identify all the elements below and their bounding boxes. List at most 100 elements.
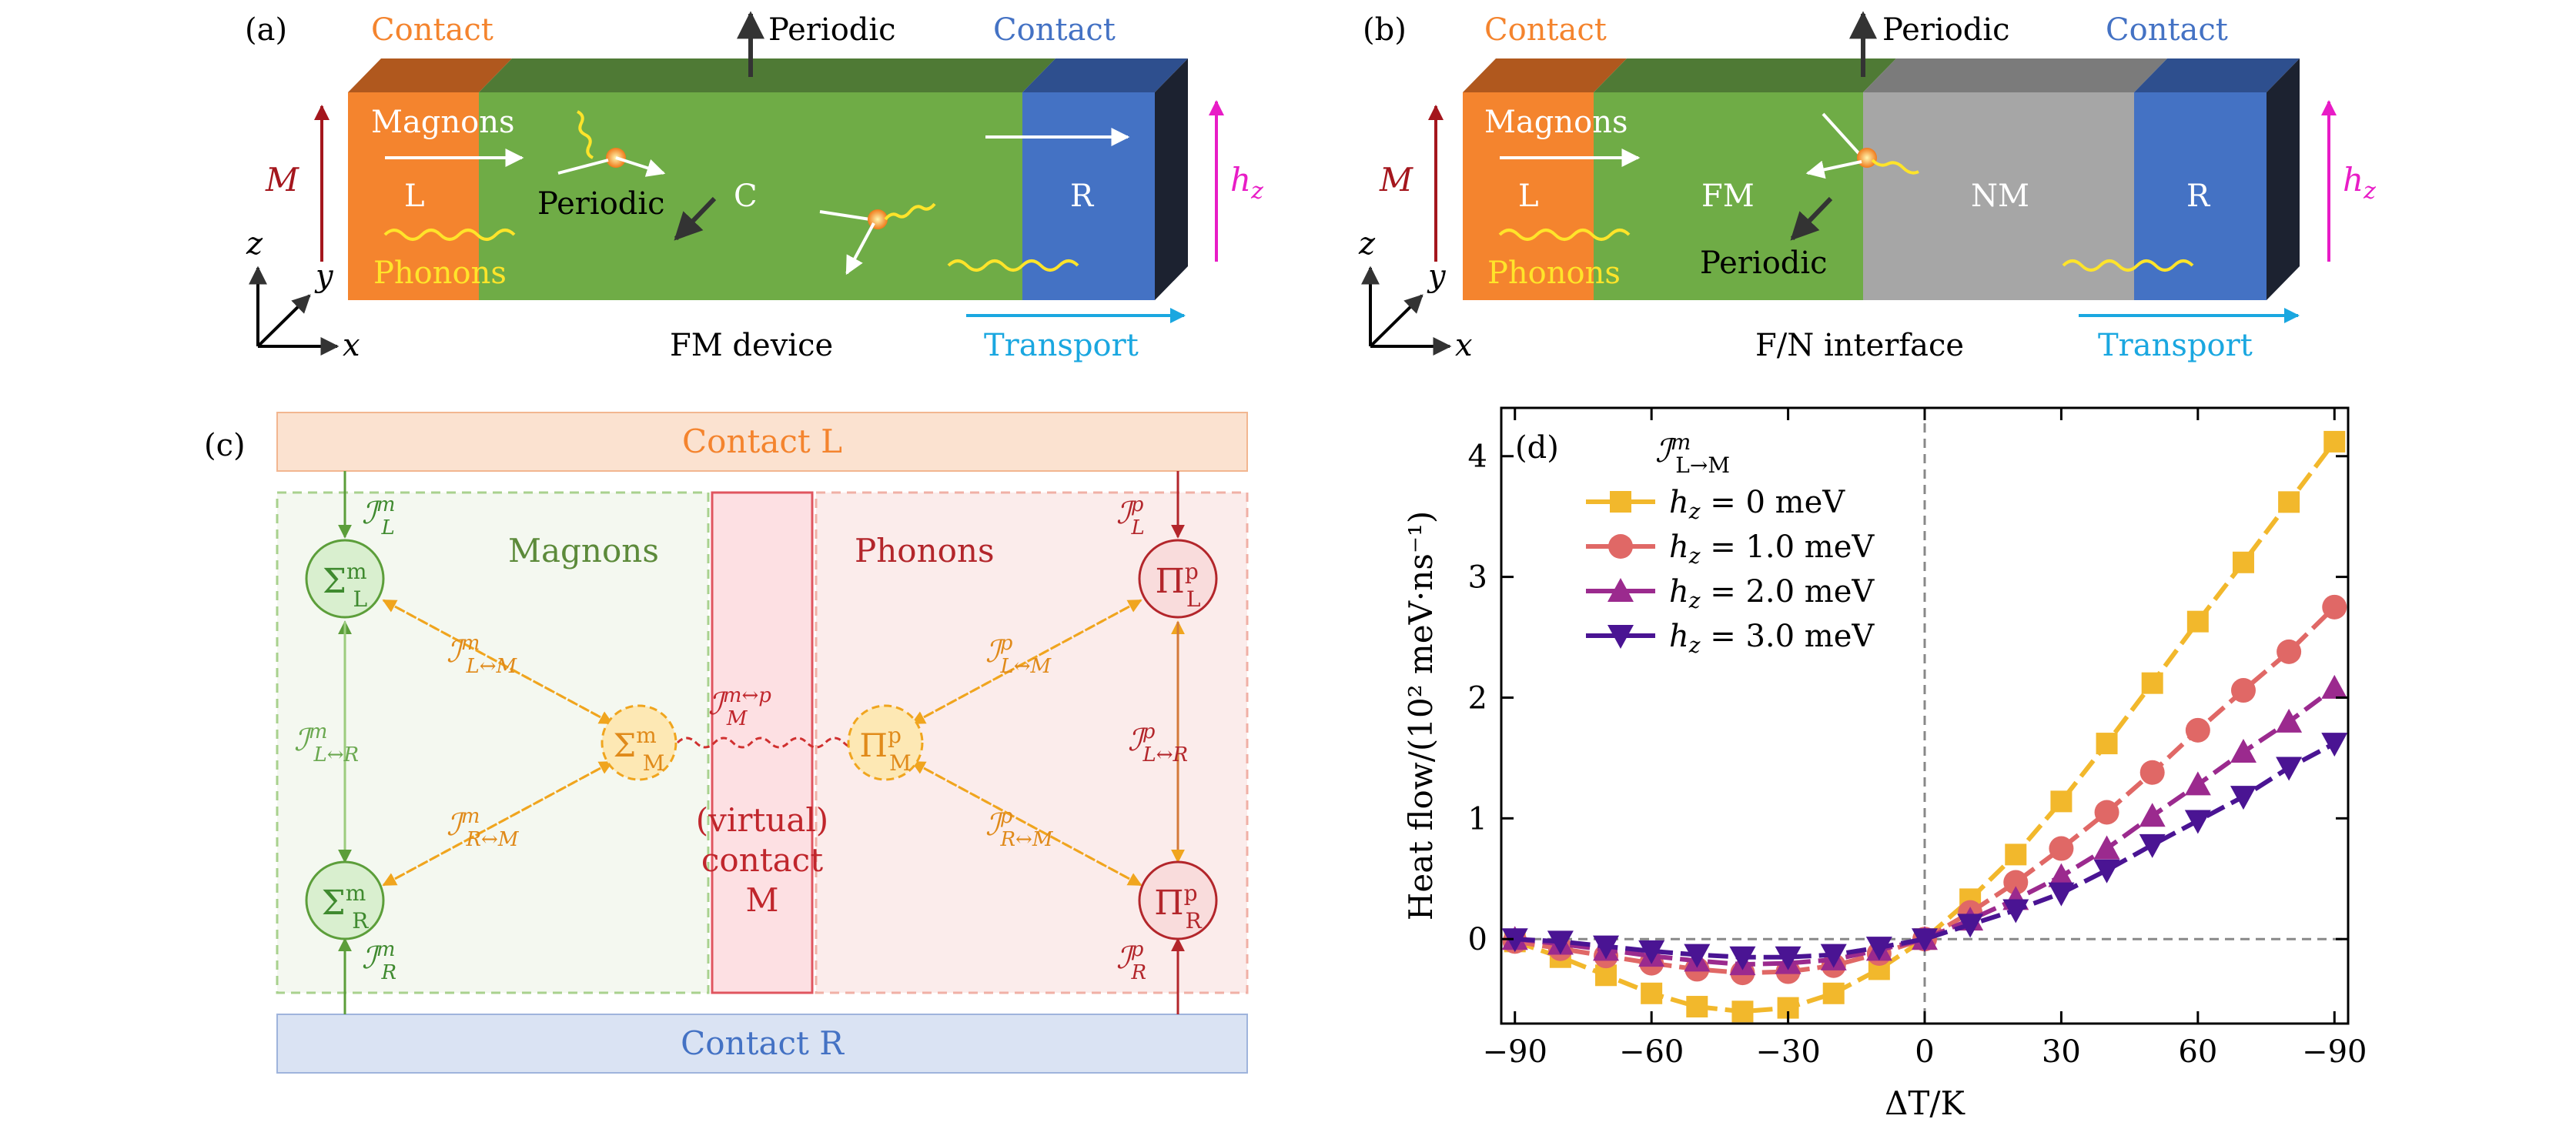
chart-point-s3 [2230,786,2257,810]
panel-c-magnons: Magnons [508,532,659,570]
chart-legend-marker-1 [1608,534,1633,559]
panel-c-virtual-2: contact [701,841,823,879]
chart-point-s1 [2322,594,2347,620]
chart-ytick-label: 3 [1468,560,1487,596]
chart-point-s3 [2093,859,2120,883]
panel-a-periodic-inner: Periodic [537,186,665,222]
chart-point-s1 [2139,760,2165,785]
chart-point-s3 [1820,944,1847,968]
panel-c-label: (c) [204,428,246,463]
panel-a-contact-left [348,92,479,300]
chart-point-s0 [2232,551,2254,573]
chart-series-line-3 [1514,741,2336,960]
chart-point-s3 [1957,914,1984,938]
chart-point-s3 [1547,930,1574,955]
chart-ytick-label: 0 [1468,922,1487,957]
panel-c-virtual-1: (virtual) [696,801,828,839]
panel-b-axis-z-label: z [1358,226,1376,262]
panel-c-dash-sigmaL-sigmaM [383,599,614,725]
panel-b-region-fm: FM [1701,179,1755,214]
panel-c-contact-r-box [276,1014,1248,1074]
panel-a-axis-y-label: y [314,259,334,294]
panel-b-h-label: hz [2343,161,2376,205]
panel-a-scatter-in-1 [557,159,609,175]
panel-a-phonon-squiggle-2 [884,202,936,221]
chart-ylabel: Heat flow/(10² meV·ns⁻¹) [1402,511,1440,921]
panel-c-contact-r: Contact R [681,1024,845,1062]
chart-point-s2 [2230,739,2257,763]
chart-point-s2 [2048,863,2075,887]
panel-c-virtual-3: M [745,881,778,919]
panel-a-axis-z-label: z [246,226,263,262]
chart-point-s3 [1638,940,1665,964]
chart-panel-label: (d) [1515,430,1559,466]
panel-b-region-r: R [2186,179,2211,214]
panel-c-mp-coupling [676,737,864,749]
chart-point-s3 [1912,928,1938,953]
panel-b: (b) Contact Contact Periodic Magnons L P… [1358,11,2376,363]
chart-point-s1 [2094,800,2119,825]
panel-b-nm-top [1863,58,2167,92]
panel-b-contact-left [1463,92,1594,300]
panel-a-side [1155,58,1188,300]
panel-c-dash-piR-piM [911,760,1142,887]
panel-a-magnons: Magnons [371,105,515,140]
panel-b-contact-right-label: Contact [2106,12,2228,48]
panel-a-transport: Transport [984,328,1139,363]
chart-point-s0 [2323,430,2346,453]
chart-legend-marker-3 [1607,625,1634,649]
panel-c-pi-L [1138,539,1218,619]
chart-point-s0 [1731,1000,1754,1023]
panel-a-periodic-inner-arrow [674,196,717,241]
panel-a-center-top [479,58,1055,92]
chart-point-s1 [2185,717,2210,743]
chart-point-s0 [1822,982,1845,1004]
panel-b-M-label: M [1379,161,1413,199]
panel-b-contact-left-label: Contact [1484,12,1607,48]
chart-legend-label-3: hz = 3.0 meV [1669,619,1875,658]
panel-a-region-c: C [734,179,758,214]
chart-point-s0 [2186,610,2209,633]
chart-point-s0 [1641,982,1663,1004]
panel-a-phonons: Phonons [373,256,507,291]
panel-a-axis-y [256,294,311,348]
chart-point-s3 [2321,733,2348,757]
panel-b-label: (b) [1363,12,1407,48]
panel-a-phonon-squiggle-1 [577,110,594,159]
panel-b-left-top [1463,58,1627,92]
panel-b-magnons: Magnons [1484,105,1628,140]
panel-b-axis-y [1369,294,1423,348]
chart-point-s1 [2277,639,2302,664]
chart-point-s1 [2003,870,2029,895]
chart-point-s3 [1865,937,1892,961]
panel-c-sigma-R [305,860,385,940]
panel-b-fm-top [1594,58,1896,92]
panel-b-nm [1863,92,2134,300]
panel-c-sigma-L [305,539,385,619]
chart-ytick-label: 1 [1468,801,1487,837]
panel-a-caption: FM device [670,328,833,363]
panel-b-scatter-in [1822,112,1861,155]
panel-a-left-top [348,58,512,92]
chart-xtick-label: −30 [1755,1034,1820,1070]
panel-b-right-top [2134,58,2300,92]
panel-c-sigma-M [601,704,677,781]
panel-a-region-l: L [404,179,425,214]
chart-point-s3 [2139,833,2166,858]
panel-c-virtual-box [711,491,814,994]
chart-point-s2 [2184,771,2211,796]
panel-a: (a) Contact Contact Periodic Magnons L P… [245,11,1263,363]
chart-series-group [1501,430,2348,1023]
chart-point-s3 [1684,944,1711,968]
panel-a-contact-left-label: Contact [371,12,493,48]
panel-a-region-r: R [1070,179,1095,214]
